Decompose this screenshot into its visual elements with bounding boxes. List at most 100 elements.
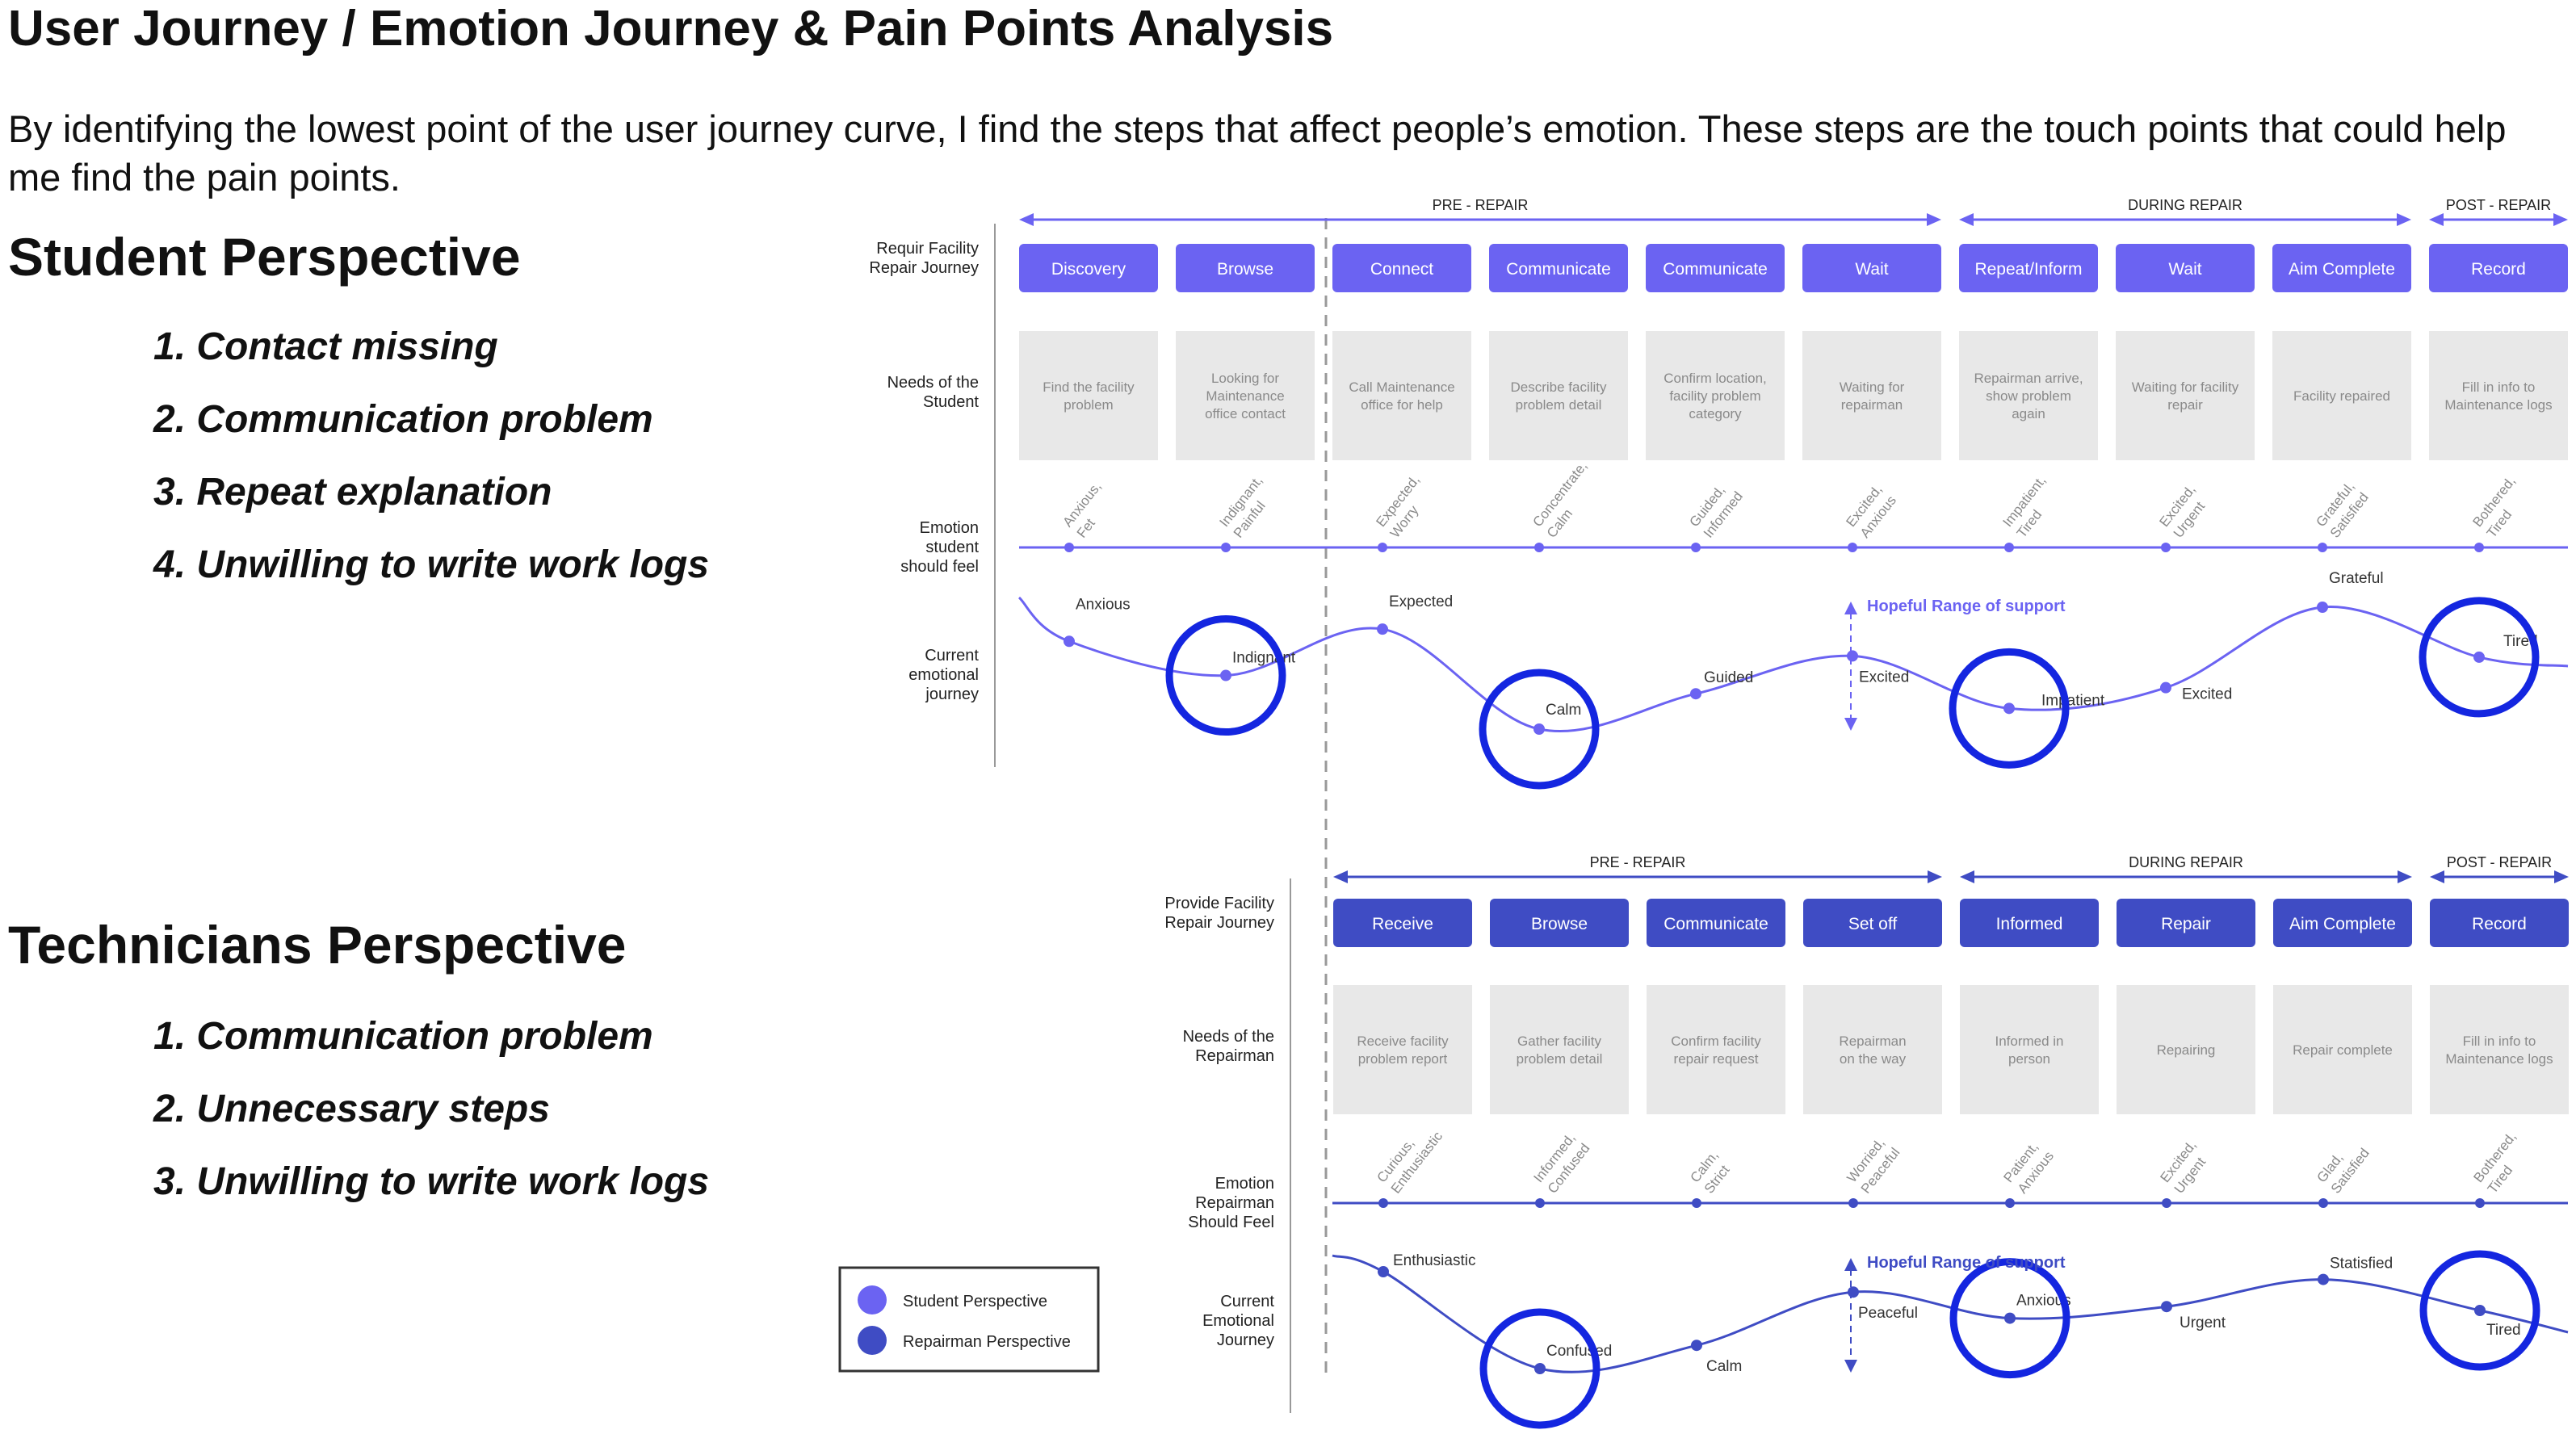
student-feel-label: Guided,Informed <box>1686 478 1746 541</box>
tech-phase-label-1: DURING REPAIR <box>2129 854 2243 870</box>
student-pain-point-2: 2. Communication problem <box>153 398 653 441</box>
student-feel-label: Excited,Urgent <box>2156 482 2213 541</box>
student-feel-dot <box>1691 543 1701 552</box>
student-feel-dot <box>2474 543 2484 552</box>
tech-step-box <box>2117 899 2255 947</box>
tech-need-text: Repairing <box>2157 1042 2216 1058</box>
student-feel-text: Guided,Informed <box>1686 478 1746 541</box>
tech-feel-label: Informed,Confused <box>1530 1130 1592 1197</box>
student-feel-text: Anxious,Fet <box>1059 479 1118 541</box>
student-feel-dot <box>1221 543 1231 552</box>
student-step-box <box>1802 244 1941 292</box>
tech-emotion-point <box>2004 1312 2016 1324</box>
student-need-card <box>1332 331 1471 460</box>
student-need-card <box>2116 331 2255 460</box>
student-step-box <box>2116 244 2255 292</box>
tech-pain-point-highlight <box>1479 1308 1601 1429</box>
student-emotion-label: Grateful <box>2329 570 2384 587</box>
tech-feel-dot <box>2162 1198 2171 1208</box>
student-step-label: Repeat/Inform <box>1974 260 2082 279</box>
tech-feel-text: Curious,Enthusiastic <box>1374 1117 1445 1197</box>
legend-box <box>838 1266 1100 1373</box>
tech-feel-text: Glad,Satisfied <box>2314 1134 2372 1197</box>
student-need-card <box>2272 331 2411 460</box>
student-emotion-label: Excited <box>2182 686 2232 703</box>
tech-feel-label: Worried,Peaceful <box>1844 1135 1903 1197</box>
student-feel-label: Excited,Anxious <box>1843 482 1899 541</box>
tech-feel-text: Calm,Strict <box>1687 1147 1735 1196</box>
tech-phase-arrow-2-head-left <box>2430 870 2444 883</box>
student-emotion-point <box>2160 681 2171 694</box>
technician-pain-point-2: 2. Unnecessary steps <box>153 1088 550 1130</box>
tech-emotion-label: Confused <box>1546 1343 1612 1360</box>
student-need-card <box>1959 331 2098 460</box>
tech-feel-label: Glad,Satisfied <box>2314 1134 2372 1197</box>
tech-need-card <box>1803 985 1942 1114</box>
tech-feel-dot <box>1848 1198 1858 1208</box>
tech-phase-arrow-0-head-left <box>1333 870 1348 883</box>
student-step-label: Aim Complete <box>2289 260 2395 279</box>
legend-student-swatch <box>858 1285 887 1314</box>
student-phase-arrow-1-head-left <box>1959 213 1974 226</box>
student-emotion-label: Impatient <box>2041 692 2105 709</box>
student-phase-arrow-0-head-right <box>1927 213 1941 226</box>
tech-support-arrow-up <box>1844 1258 1857 1271</box>
tech-support-label: Hopeful Range of support <box>1867 1254 2066 1272</box>
student-step-label: Communicate <box>1506 260 1611 279</box>
tech-need-card <box>2117 985 2255 1114</box>
student-phase-arrow-1-head-right <box>2397 213 2411 226</box>
student-emotion-label: Guided <box>1704 669 1753 686</box>
student-pain-point-highlight <box>1949 648 2070 769</box>
student-feel-text: Expected,Worry <box>1373 472 1437 541</box>
student-step-label: Wait <box>2168 260 2201 279</box>
student-need-card <box>2429 331 2568 460</box>
tech-emotion-label: Statisfied <box>2330 1256 2393 1273</box>
student-feel-label: Impatient,Tired <box>1999 473 2049 541</box>
student-feel-text: Grateful,Satisfied <box>2313 479 2371 541</box>
student-step-box <box>1959 244 2098 292</box>
student-emotion-label: Calm <box>1546 702 1581 719</box>
student-feel-text: Excited,Anxious <box>1843 482 1899 541</box>
student-step-box <box>1646 244 1785 292</box>
page-title: User Journey / Emotion Journey & Pain Po… <box>8 1 1334 57</box>
student-feel-text: Excited,Urgent <box>2156 482 2213 541</box>
tech-emotion-label: Peaceful <box>1858 1305 1918 1322</box>
student-feel-dot <box>1848 543 1857 552</box>
student-phase-arrow-0-head-left <box>1019 213 1034 226</box>
student-step-box <box>2272 244 2411 292</box>
student-emotion-point <box>1533 723 1545 735</box>
student-support-arrow-down <box>1844 718 1857 731</box>
student-feel-dot <box>2161 543 2171 552</box>
tech-need-card <box>2273 985 2412 1114</box>
legend-repairman-label: Repairman Perspective <box>903 1333 1071 1351</box>
student-feel-label: Grateful,Satisfied <box>2313 479 2371 541</box>
student-perspective-heading: Student Perspective <box>8 227 521 287</box>
student-feel-label: Anxious,Fet <box>1059 479 1118 541</box>
technician-pain-point-3: 3. Unwilling to write work logs <box>153 1160 710 1203</box>
tech-phase-arrow-1-head-right <box>2398 870 2412 883</box>
tech-emotion-label: Enthusiastic <box>1393 1252 1475 1269</box>
student-emotion-label: Indignant <box>1232 650 1296 667</box>
tech-phase-label-2: POST - REPAIR <box>2447 854 2552 870</box>
tech-phase-arrow-0-head-right <box>1928 870 1942 883</box>
student-feel-dot <box>2318 543 2327 552</box>
tech-emotion-point <box>1691 1340 1702 1352</box>
tech-need-text: Repair complete <box>2293 1042 2393 1058</box>
tech-step-label: Record <box>2472 915 2527 933</box>
student-emotion-point <box>1847 650 1858 662</box>
student-step-box <box>1332 244 1471 292</box>
student-emotion-label: Expected <box>1389 593 1453 610</box>
tech-feel-text: Patient,Anxious <box>2000 1138 2057 1197</box>
